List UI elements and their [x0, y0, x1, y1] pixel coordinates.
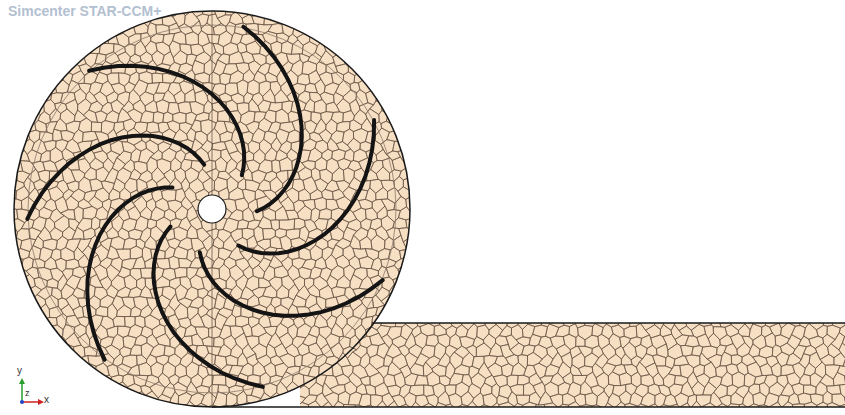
impeller-blade — [238, 120, 374, 254]
axis-label: x — [44, 394, 49, 405]
software-watermark: Simcenter STAR-CCM+ — [8, 3, 161, 19]
mesh-cells — [4, 2, 845, 415]
impeller-blade — [27, 135, 204, 219]
impeller-blade — [87, 188, 172, 360]
volute-outline — [14, 11, 410, 407]
impeller-blades — [27, 27, 382, 387]
impeller-blade — [89, 66, 244, 176]
hub-hole — [198, 195, 226, 223]
impeller-blade — [154, 227, 263, 387]
axis-label: z — [25, 388, 30, 398]
outlet-pipe-outline — [212, 323, 845, 407]
axis-label: y — [17, 365, 22, 376]
impeller-blade — [243, 27, 301, 212]
axis-triad — [19, 378, 44, 405]
impeller-blade — [200, 252, 383, 315]
